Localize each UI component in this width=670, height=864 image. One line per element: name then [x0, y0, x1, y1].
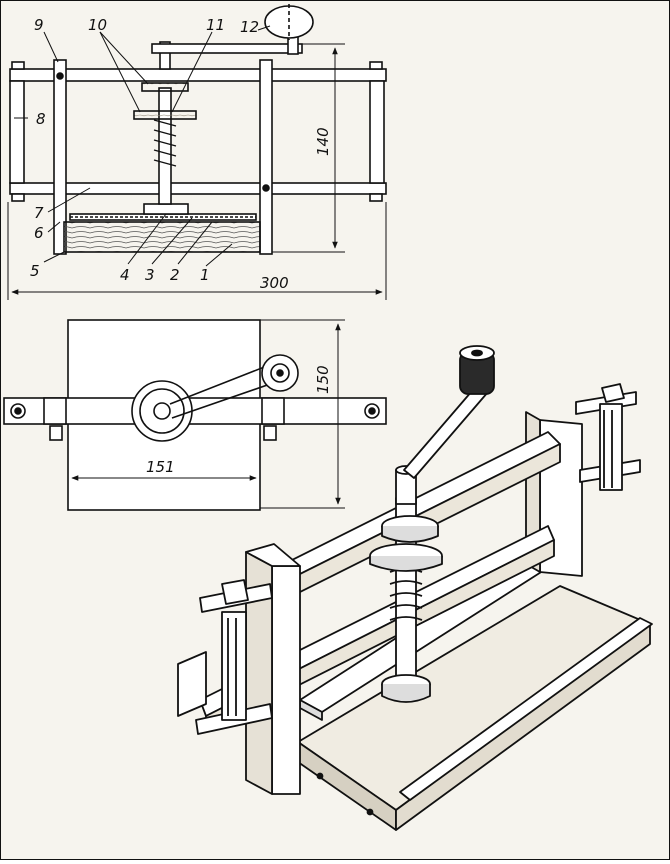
dimension-height-140: 140: [314, 127, 332, 156]
isometric-view: [177, 345, 653, 831]
pressure-foot: [143, 203, 189, 215]
top-crossbar: [9, 68, 387, 82]
label-11: 11: [206, 16, 225, 34]
wooden-board: [63, 221, 261, 253]
crank-arm: [151, 43, 303, 54]
iso-crank-arm: [403, 383, 489, 479]
top-view-labels: 150 151: [146, 365, 332, 476]
front-view: [7, 4, 387, 300]
label-1: 1: [200, 266, 210, 284]
label-4: 4: [120, 266, 130, 284]
front-view-labels: 9 10 11 12 8 7 6 5 4 3 2 1 140 300: [30, 16, 332, 292]
label-2: 2: [170, 266, 180, 284]
nut-top-left: [11, 61, 25, 70]
dimension-width-300: 300: [260, 274, 289, 292]
label-7: 7: [34, 204, 44, 222]
left-stud: [9, 80, 25, 184]
pivot-bolt: [56, 72, 64, 80]
label-12: 12: [240, 18, 259, 36]
nut-bottom-right: [369, 193, 383, 202]
iso-nut-left: [221, 579, 249, 605]
dimension-inner-width-151: 151: [146, 458, 175, 476]
nut-bottom-left: [11, 193, 25, 202]
right-stud: [369, 80, 385, 184]
label-8: 8: [36, 110, 46, 128]
crank-arm-top: [169, 363, 277, 419]
dimension-depth-150: 150: [314, 365, 332, 394]
base-board: [297, 585, 651, 811]
label-6: 6: [34, 224, 44, 242]
top-view: [3, 319, 387, 511]
crossbar-top: [3, 397, 387, 425]
label-10: 10: [88, 16, 107, 34]
upper-gear: [141, 82, 189, 92]
label-9: 9: [34, 16, 44, 34]
label-3: 3: [145, 266, 155, 284]
label-5: 5: [30, 262, 40, 280]
lower-crossbar: [9, 182, 387, 195]
iso-nut-right: [601, 383, 625, 403]
lower-gear: [133, 110, 197, 120]
screw-shaft: [158, 87, 172, 205]
iso-front-upright: [271, 565, 301, 795]
nut-top-right: [369, 61, 383, 70]
right-upright: [259, 59, 273, 255]
pivot-bolt-right: [262, 184, 270, 192]
